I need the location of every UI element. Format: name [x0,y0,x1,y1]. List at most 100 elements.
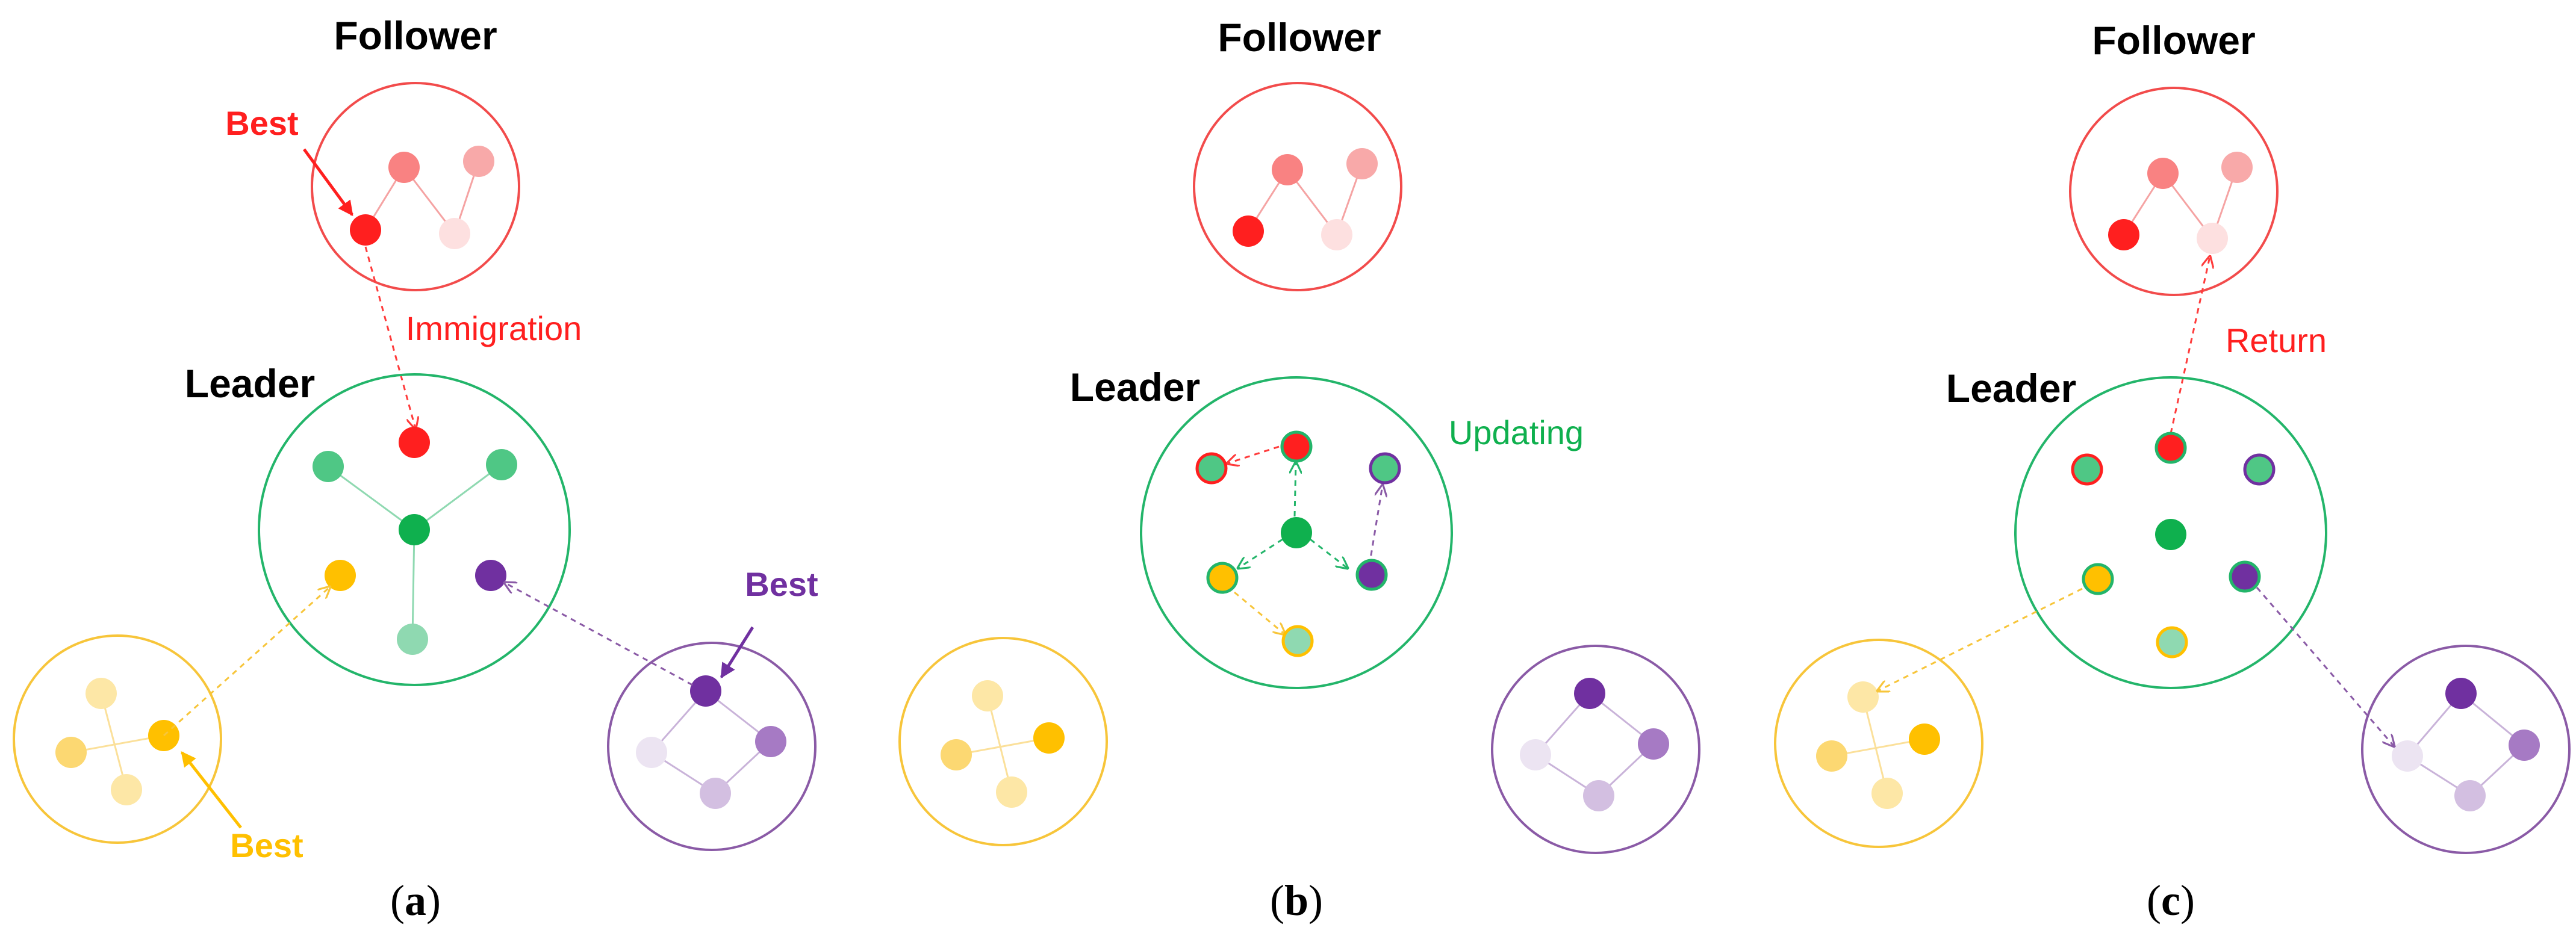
leader-node-updated [2071,453,2103,486]
leader-node [486,449,517,480]
follower-node [1583,780,1614,811]
leader-node-purple [2229,560,2261,593]
follower-node [2108,219,2139,250]
follower-population-circle-yellow [13,634,222,844]
leader-node-yellow [2082,563,2114,595]
follower-node [1272,154,1303,185]
leader-center-node [1281,517,1312,548]
follower-node [55,737,87,768]
follower-links-purple [1534,692,1655,797]
follower-node [1346,148,1378,179]
panel-caption: (b) [1270,876,1323,925]
follower-node [2445,678,2477,709]
immigration-arrow-yellow [163,587,330,737]
follower-node [439,218,470,249]
follower-node [111,774,142,805]
leader-center-node [2155,519,2186,550]
follower-node [1638,728,1669,760]
follower-node [2147,158,2179,189]
follower-node [1033,722,1065,754]
follower-best-node [350,214,381,246]
immigrant-purple-node [475,560,506,591]
leader-node-red [2154,432,2187,464]
immigrant-yellow-node [325,560,356,591]
follower-label: Follower [2092,18,2255,63]
follower-node [2197,223,2228,254]
leader-node-purple [1355,559,1388,591]
leader-node-updated [2243,453,2276,486]
panel-b: Follower Leader Updating [898,15,1700,925]
immigrant-red-node [399,427,430,458]
leader-node-updated [2156,626,2188,658]
follower-population-circle-yellow [898,637,1108,846]
leader-node [313,451,344,482]
follower-node [388,152,420,183]
follower-node [463,146,494,177]
follower-node [700,778,731,809]
follower-population-circle [2069,87,2279,296]
updating-label: Updating [1449,414,1584,451]
return-arrow [2170,256,2210,434]
return-arrow-purple [2256,587,2394,746]
immigration-arrow [364,246,415,429]
best-label-yellow: Best [230,826,303,864]
return-arrow-yellow [1878,587,2083,691]
follower-label: Follower [1218,15,1381,60]
follower-node [636,737,667,768]
follower-node [86,678,117,709]
follower-node [1909,724,1940,755]
follower-node [2509,730,2540,761]
leader-population-circle [1140,376,1453,689]
leader-label: Leader [1070,365,1200,409]
leader-links [328,463,502,640]
follower-node [1233,215,1264,247]
leader-node-updated [1195,452,1228,485]
follower-population-circle-purple [1491,645,1700,854]
follower-node [1574,678,1605,709]
leader-center-node [399,514,430,545]
best-pointer-arrow [720,626,754,679]
panel-caption: (c) [2147,876,2195,925]
leader-population-circle [2014,376,2327,689]
follower-node [941,739,972,770]
follower-links-yellow [70,693,164,790]
follower-population-circle-purple [2361,645,2571,854]
immigration-arrow-purple [505,583,693,686]
follower-links-purple [650,689,773,795]
immigration-label: Immigration [406,309,582,347]
leader-label: Leader [1946,366,2076,411]
follower-best-node [690,675,721,707]
follower-node [1871,778,1903,809]
follower-node [755,726,786,757]
follower-label: Follower [334,13,497,58]
follower-node [1520,739,1551,770]
follower-node [1847,681,1879,713]
follower-node [2221,152,2253,183]
follower-node [972,680,1003,711]
follower-population-circle [311,82,520,291]
best-pointer-arrow [181,751,242,829]
follower-links-yellow [956,695,1050,793]
updating-arrows [1227,445,1383,634]
leader-population-circle [258,373,571,686]
leader-node-yellow [1206,562,1239,594]
panel-caption: (a) [390,876,441,925]
panel-a: Follower Best Immigration Leader [13,13,818,925]
best-pointer-arrow [302,148,354,217]
leader-node-red [1280,430,1313,463]
best-label-red: Best [225,104,298,142]
follower-node [2392,740,2423,772]
follower-node [1816,740,1847,772]
follower-population-circle-purple [607,642,817,851]
follower-links-yellow [1831,696,1925,794]
follower-node [2454,780,2486,811]
follower-population-circle-yellow [1774,639,1983,848]
follower-population-circle [1193,82,1402,291]
follower-links-purple [2406,692,2526,797]
return-label: Return [2226,321,2327,359]
leader-node [397,624,428,655]
follower-node [1321,219,1352,250]
panel-c: Follower Return Leader [1774,18,2571,925]
leader-node-updated [1281,625,1314,657]
